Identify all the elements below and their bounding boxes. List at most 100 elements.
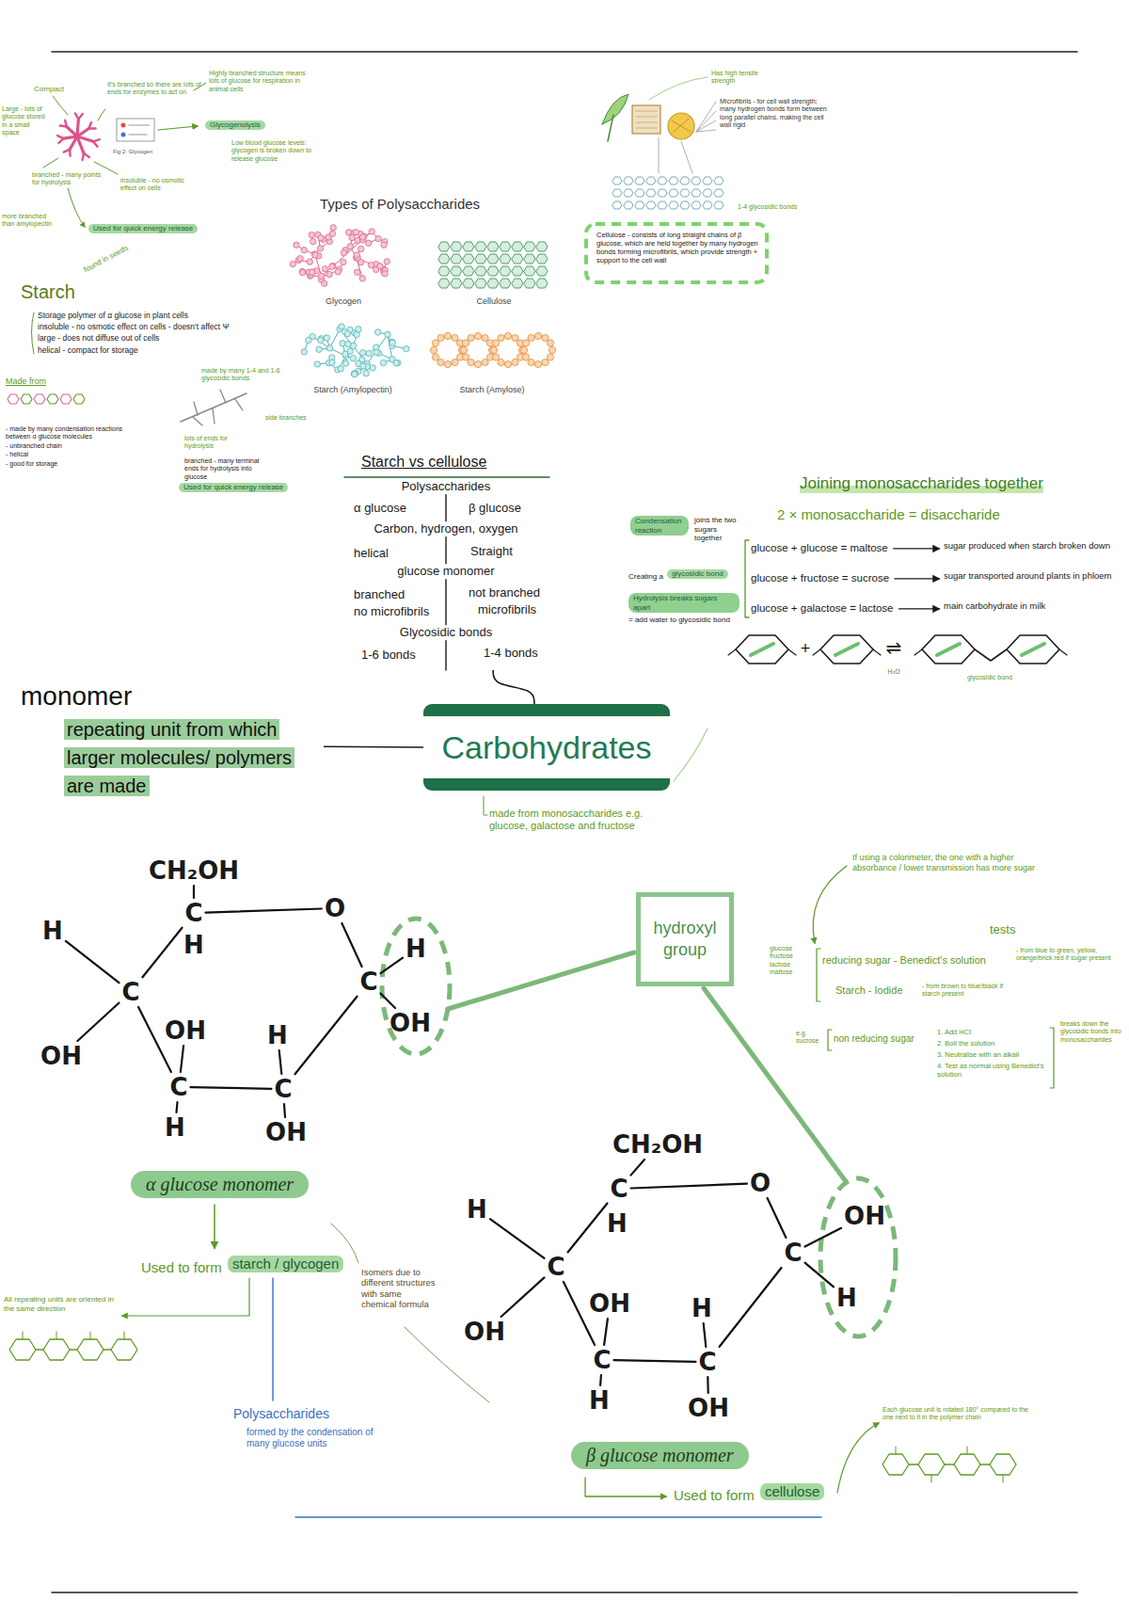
glycogen-twig bbox=[82, 153, 85, 160]
cellulose-chain-unit bbox=[646, 176, 656, 185]
text-row: repeating unit from which larger molecul… bbox=[63, 715, 319, 800]
table-rule bbox=[344, 476, 550, 478]
atom-label: C bbox=[359, 969, 378, 994]
atom-label: H bbox=[836, 1285, 858, 1310]
amylopectin-picture-unit bbox=[355, 326, 362, 333]
cellulose-chain-unit bbox=[635, 189, 645, 197]
hydroxyl-box: hydroxyl group bbox=[636, 891, 734, 986]
cellulose-chain-unit bbox=[702, 176, 713, 185]
chain-ring bbox=[60, 394, 72, 404]
cellulose-chain-unit bbox=[668, 176, 679, 185]
cellulose-chain-unit bbox=[691, 176, 701, 185]
cellulose-chain-unit bbox=[646, 201, 656, 209]
leader-line bbox=[649, 77, 708, 100]
cellulose-unit bbox=[536, 254, 548, 264]
amylose-unit bbox=[467, 358, 475, 366]
ring-highlight bbox=[750, 643, 774, 655]
note-label: not branched bbox=[468, 585, 541, 601]
cellulose-unit bbox=[511, 266, 524, 276]
sketch-leader bbox=[658, 137, 693, 174]
atom-label: C bbox=[121, 979, 140, 1004]
arrow-line bbox=[899, 607, 940, 609]
glycogen-branch bbox=[77, 136, 84, 154]
glycogen-picture-unit bbox=[368, 228, 375, 235]
glycogen-picture-unit bbox=[289, 260, 296, 267]
beta-chain-link bbox=[908, 1462, 919, 1464]
atom-label: H bbox=[405, 936, 427, 961]
note-label: tests bbox=[989, 922, 1016, 938]
glycogen-twig bbox=[78, 113, 82, 120]
amylose-unit bbox=[534, 332, 541, 339]
cellulose-unit bbox=[511, 254, 524, 264]
cellulose-unit bbox=[499, 266, 511, 276]
amylose-unit bbox=[492, 353, 499, 361]
fan-leader bbox=[696, 101, 716, 132]
cellulose-chain-unit bbox=[691, 189, 701, 197]
bond-line bbox=[192, 885, 195, 898]
amylopectin-picture-unit bbox=[329, 359, 335, 366]
note-label: - unbranched chain bbox=[5, 442, 63, 450]
bond-line bbox=[284, 1103, 286, 1117]
amylopectin-branch bbox=[192, 389, 243, 426]
note-label: Has high tensile strength bbox=[711, 69, 770, 86]
note-label: 1. Add HCl bbox=[937, 1027, 1049, 1036]
bond-line bbox=[490, 1218, 545, 1258]
connector-line bbox=[323, 745, 424, 748]
note-label: Starch bbox=[20, 280, 76, 303]
cellulose-unit bbox=[462, 241, 475, 252]
amylose-unit bbox=[490, 346, 497, 353]
amylose-unit bbox=[460, 346, 467, 353]
amylose-unit bbox=[481, 358, 489, 366]
glycogen-picture-unit bbox=[359, 275, 366, 282]
note-label: Glycogen bbox=[325, 296, 362, 307]
note-label: joins the two sugars together bbox=[694, 515, 740, 543]
atom-label: H bbox=[267, 1022, 288, 1048]
ring-highlight bbox=[937, 643, 960, 655]
glycogen-branch bbox=[66, 127, 78, 138]
cellulose-unit bbox=[462, 266, 475, 276]
cellulose-chain-unit bbox=[612, 189, 622, 197]
note-label: Fig 2: Glycogen bbox=[112, 148, 153, 156]
glycogen-picture-unit bbox=[297, 255, 303, 262]
amylose-unit bbox=[520, 346, 527, 353]
fibre-hatch bbox=[671, 118, 691, 132]
glycogen-picture-unit bbox=[367, 261, 374, 268]
amylose-unit bbox=[541, 333, 549, 341]
amylose-unit bbox=[534, 360, 541, 367]
bond-line bbox=[65, 940, 120, 983]
cellulose-unit bbox=[499, 241, 511, 252]
note-label: helical - compact for storage bbox=[37, 345, 139, 355]
glycogen-picture-unit bbox=[383, 258, 390, 265]
note-label: e.g. sucrose bbox=[795, 1029, 825, 1046]
glucose-ring bbox=[735, 635, 789, 664]
atom-label: C bbox=[546, 1254, 565, 1279]
note-label: Used to form bbox=[673, 1486, 755, 1504]
glycogen-picture-unit bbox=[312, 252, 319, 258]
note-label: Each glucose unit is rotated 180° compar… bbox=[882, 1405, 1034, 1422]
amylopectin-picture-unit bbox=[314, 361, 320, 367]
cellulose-unit bbox=[450, 278, 462, 288]
note-label: - from blue to green, yellow, orange/bri… bbox=[1016, 946, 1122, 963]
leader-line bbox=[97, 109, 106, 121]
amylopectin-picture-unit bbox=[317, 336, 323, 343]
note-label: 4. Test as normal using Benedict's solut… bbox=[937, 1061, 1049, 1079]
polysaccharide-line bbox=[295, 1515, 822, 1517]
arrow-line bbox=[893, 547, 939, 549]
glycogen-picture-unit bbox=[330, 262, 336, 269]
note-label: breaks down the glycosidic bonds into mo… bbox=[1060, 1019, 1123, 1044]
amylopectin-picture-unit bbox=[369, 365, 376, 371]
bond-line bbox=[341, 922, 362, 967]
amylopectin-picture-unit bbox=[365, 349, 372, 356]
amylopectin-picture-unit bbox=[384, 331, 391, 337]
cellulose-chain-unit bbox=[635, 201, 645, 209]
glycogen-picture-unit bbox=[357, 259, 364, 266]
atom-label: C bbox=[783, 1240, 802, 1265]
amylopectin-picture-link bbox=[339, 329, 367, 365]
node-text: monomer bbox=[20, 681, 132, 711]
note-label: = add water to glycosidic bond bbox=[628, 615, 740, 625]
cellulose-unit bbox=[438, 278, 450, 288]
cellulose-chain-unit bbox=[623, 201, 634, 209]
cell-wall-sketch bbox=[632, 105, 661, 134]
cellulose-chain-unit bbox=[612, 176, 622, 185]
